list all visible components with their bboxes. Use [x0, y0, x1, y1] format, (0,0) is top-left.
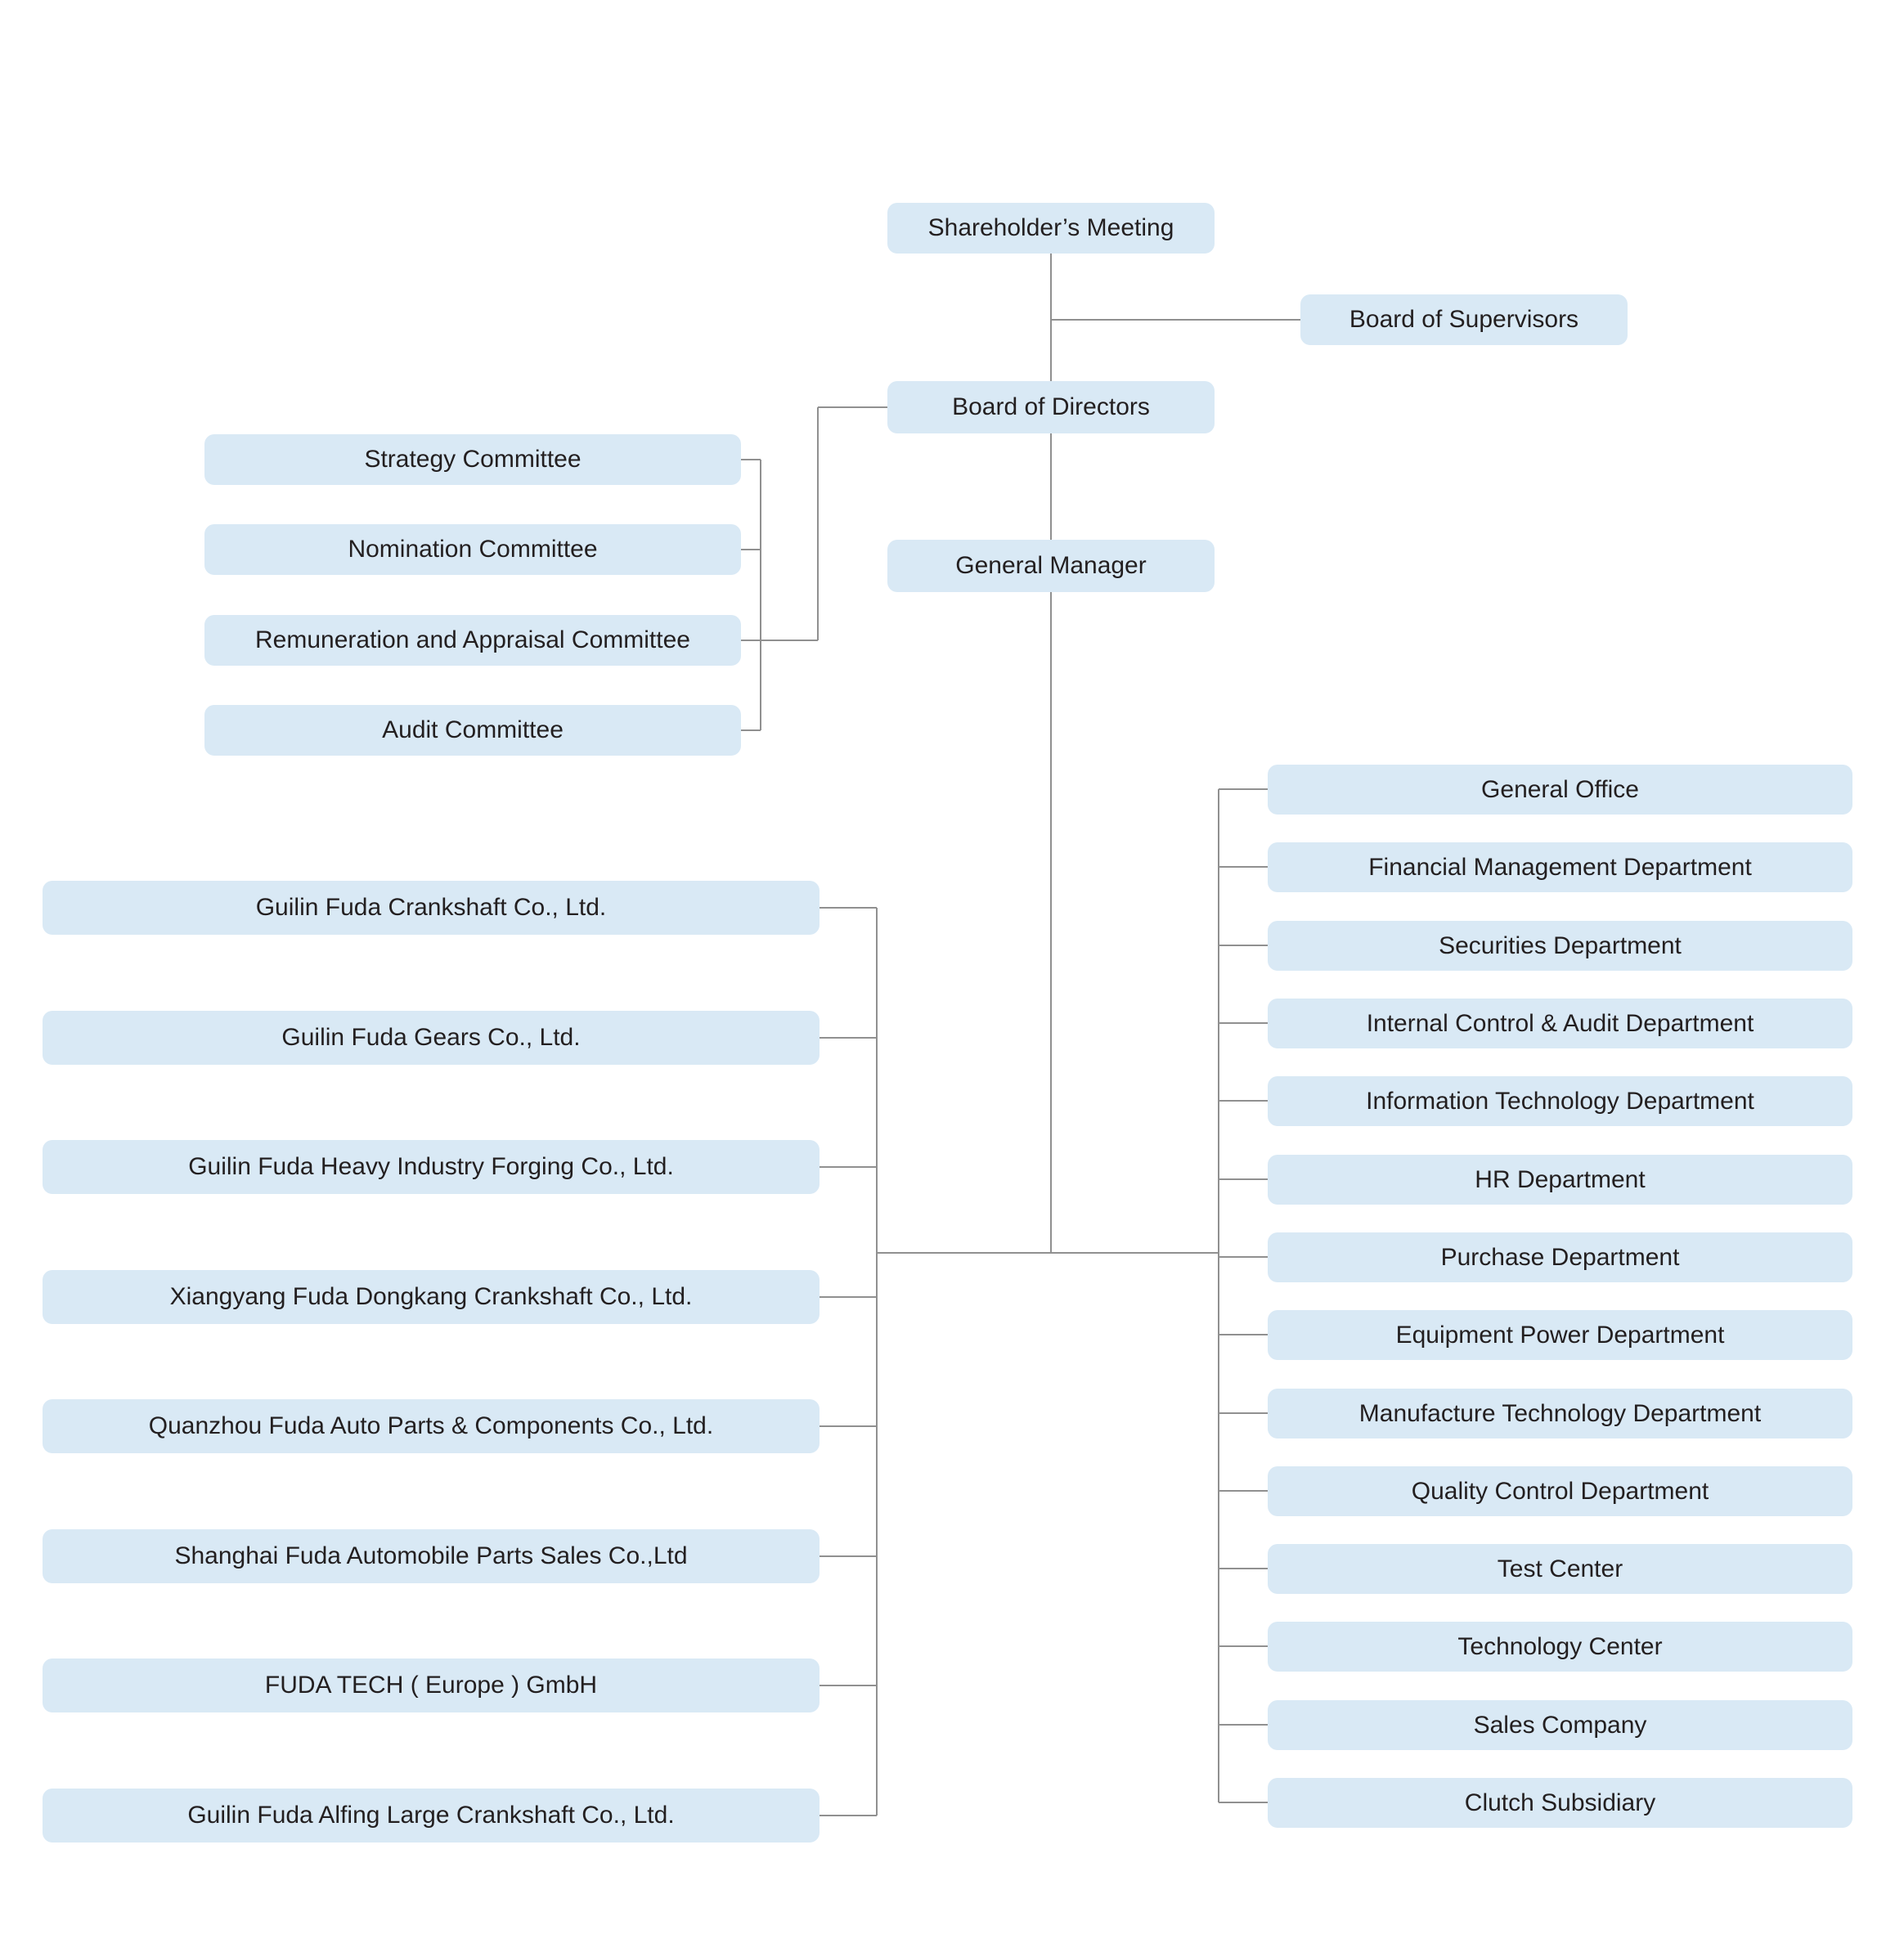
department-box-13: Clutch Subsidiary — [1268, 1778, 1852, 1828]
department-box-2: Securities Department — [1268, 921, 1852, 971]
subsidiary-box-7: Guilin Fuda Alfing Large Crankshaft Co.,… — [43, 1789, 820, 1843]
department-box-3: Internal Control & Audit Department — [1268, 999, 1852, 1048]
subsidiary-box-4: Quanzhou Fuda Auto Parts & Components Co… — [43, 1399, 820, 1453]
department-box-9: Quality Control Department — [1268, 1466, 1852, 1516]
subsidiary-box-5: Shanghai Fuda Automobile Parts Sales Co.… — [43, 1529, 820, 1583]
department-box-6: Purchase Department — [1268, 1232, 1852, 1282]
department-box-7: Equipment Power Department — [1268, 1310, 1852, 1360]
general-manager-box: General Manager — [887, 540, 1215, 592]
department-box-11: Technology Center — [1268, 1622, 1852, 1672]
committee-box-0: Strategy Committee — [204, 434, 741, 485]
department-box-1: Financial Management Department — [1268, 842, 1852, 892]
committee-box-1: Nomination Committee — [204, 524, 741, 575]
department-box-4: Information Technology Department — [1268, 1076, 1852, 1126]
board-of-supervisors-box: Board of Supervisors — [1300, 294, 1628, 345]
department-box-8: Manufacture Technology Department — [1268, 1389, 1852, 1439]
shareholders-meeting-box: Shareholder’s Meeting — [887, 203, 1215, 254]
subsidiary-box-0: Guilin Fuda Crankshaft Co., Ltd. — [43, 881, 820, 935]
committee-box-2: Remuneration and Appraisal Committee — [204, 615, 741, 666]
committee-box-3: Audit Committee — [204, 705, 741, 756]
subsidiary-box-2: Guilin Fuda Heavy Industry Forging Co., … — [43, 1140, 820, 1194]
department-box-0: General Office — [1268, 765, 1852, 815]
department-box-5: HR Department — [1268, 1155, 1852, 1205]
board-of-directors-box: Board of Directors — [887, 381, 1215, 433]
subsidiary-box-6: FUDA TECH ( Europe ) GmbH — [43, 1658, 820, 1712]
subsidiary-box-3: Xiangyang Fuda Dongkang Crankshaft Co., … — [43, 1270, 820, 1324]
subsidiary-box-1: Guilin Fuda Gears Co., Ltd. — [43, 1011, 820, 1065]
department-box-10: Test Center — [1268, 1544, 1852, 1594]
department-box-12: Sales Company — [1268, 1700, 1852, 1750]
